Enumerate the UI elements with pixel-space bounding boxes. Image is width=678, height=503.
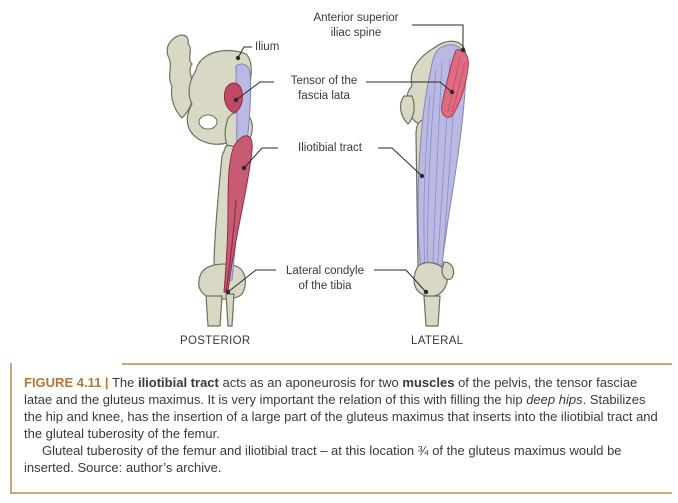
posterior-view — [166, 34, 253, 327]
leader-it-left — [243, 147, 278, 169]
label-posterior-view: POSTERIOR — [180, 335, 251, 347]
anatomy-illustration — [166, 24, 469, 327]
posterior-tfl-muscle — [223, 82, 243, 113]
leader-ilium — [237, 46, 252, 59]
lateral-view — [399, 40, 469, 327]
lateral-tibia — [423, 295, 441, 327]
lateral-tfl-fibers — [447, 55, 466, 113]
label-condyle-line1: Lateral condyle — [286, 265, 364, 277]
label-iliotibial-tract: Iliotibial tract — [298, 142, 362, 154]
leader-tfl-right — [366, 81, 453, 93]
label-lateral-condyle: Lateral condyle of the tibia — [276, 264, 374, 294]
caption-paragraph-1: FIGURE 4.11 | The iliotibial tract acts … — [24, 374, 664, 442]
posterior-sacrum — [166, 34, 193, 119]
leader-lines — [227, 24, 464, 293]
posterior-tract-line — [225, 199, 237, 293]
leader-condyle-right — [374, 269, 427, 293]
caption-term-deep-hips: deep hips — [526, 392, 583, 407]
label-ilium: Ilium — [255, 41, 280, 53]
figure-caption: FIGURE 4.11 | The iliotibial tract acts … — [24, 374, 664, 476]
caption-text: . Stabilizes the hip and knee, has the i… — [24, 392, 658, 441]
label-condyle-line2: of the tibia — [298, 280, 352, 292]
leader-asis — [412, 24, 464, 50]
figure-number: FIGURE 4.11 | — [24, 375, 109, 390]
caption-frame — [10, 363, 672, 494]
posterior-knee — [198, 263, 246, 300]
caption-paragraph-2: Gluteal tuberosity of the femur and ilio… — [24, 443, 622, 475]
posterior-tibia — [205, 295, 223, 327]
leader-condyle-left — [227, 269, 276, 293]
lateral-sacrum — [399, 95, 415, 125]
label-lateral-view: LATERAL — [411, 335, 464, 347]
caption-text: acts as an aponeurosis for two — [218, 375, 403, 390]
label-asis: Anterior superior iliac spine — [300, 11, 412, 41]
lateral-patella — [441, 261, 455, 281]
label-tfl-line1: Tensor of the — [290, 75, 358, 87]
leader-it-right — [378, 147, 423, 177]
label-asis-line1: Anterior superior — [313, 12, 399, 24]
lateral-tfl-muscle — [441, 49, 469, 118]
caption-text: of the pelvis, the tensor fasciae latae … — [24, 375, 638, 407]
leader-dots — [225, 47, 466, 295]
posterior-fibula — [225, 293, 235, 327]
label-tfl-line2: fascia lata — [298, 90, 350, 102]
caption-term-muscles: muscles — [402, 375, 455, 390]
label-asis-line2: iliac spine — [330, 27, 382, 39]
label-tfl: Tensor of the fascia lata — [280, 74, 368, 104]
caption-term-iliotibial: iliotibial tract — [137, 375, 219, 390]
caption-text: The — [108, 375, 138, 390]
leader-tfl-left — [235, 81, 274, 101]
anatomy-figure: Anterior superior iliac spine Ilium Tens… — [166, 11, 469, 347]
posterior-obturator — [198, 114, 218, 130]
